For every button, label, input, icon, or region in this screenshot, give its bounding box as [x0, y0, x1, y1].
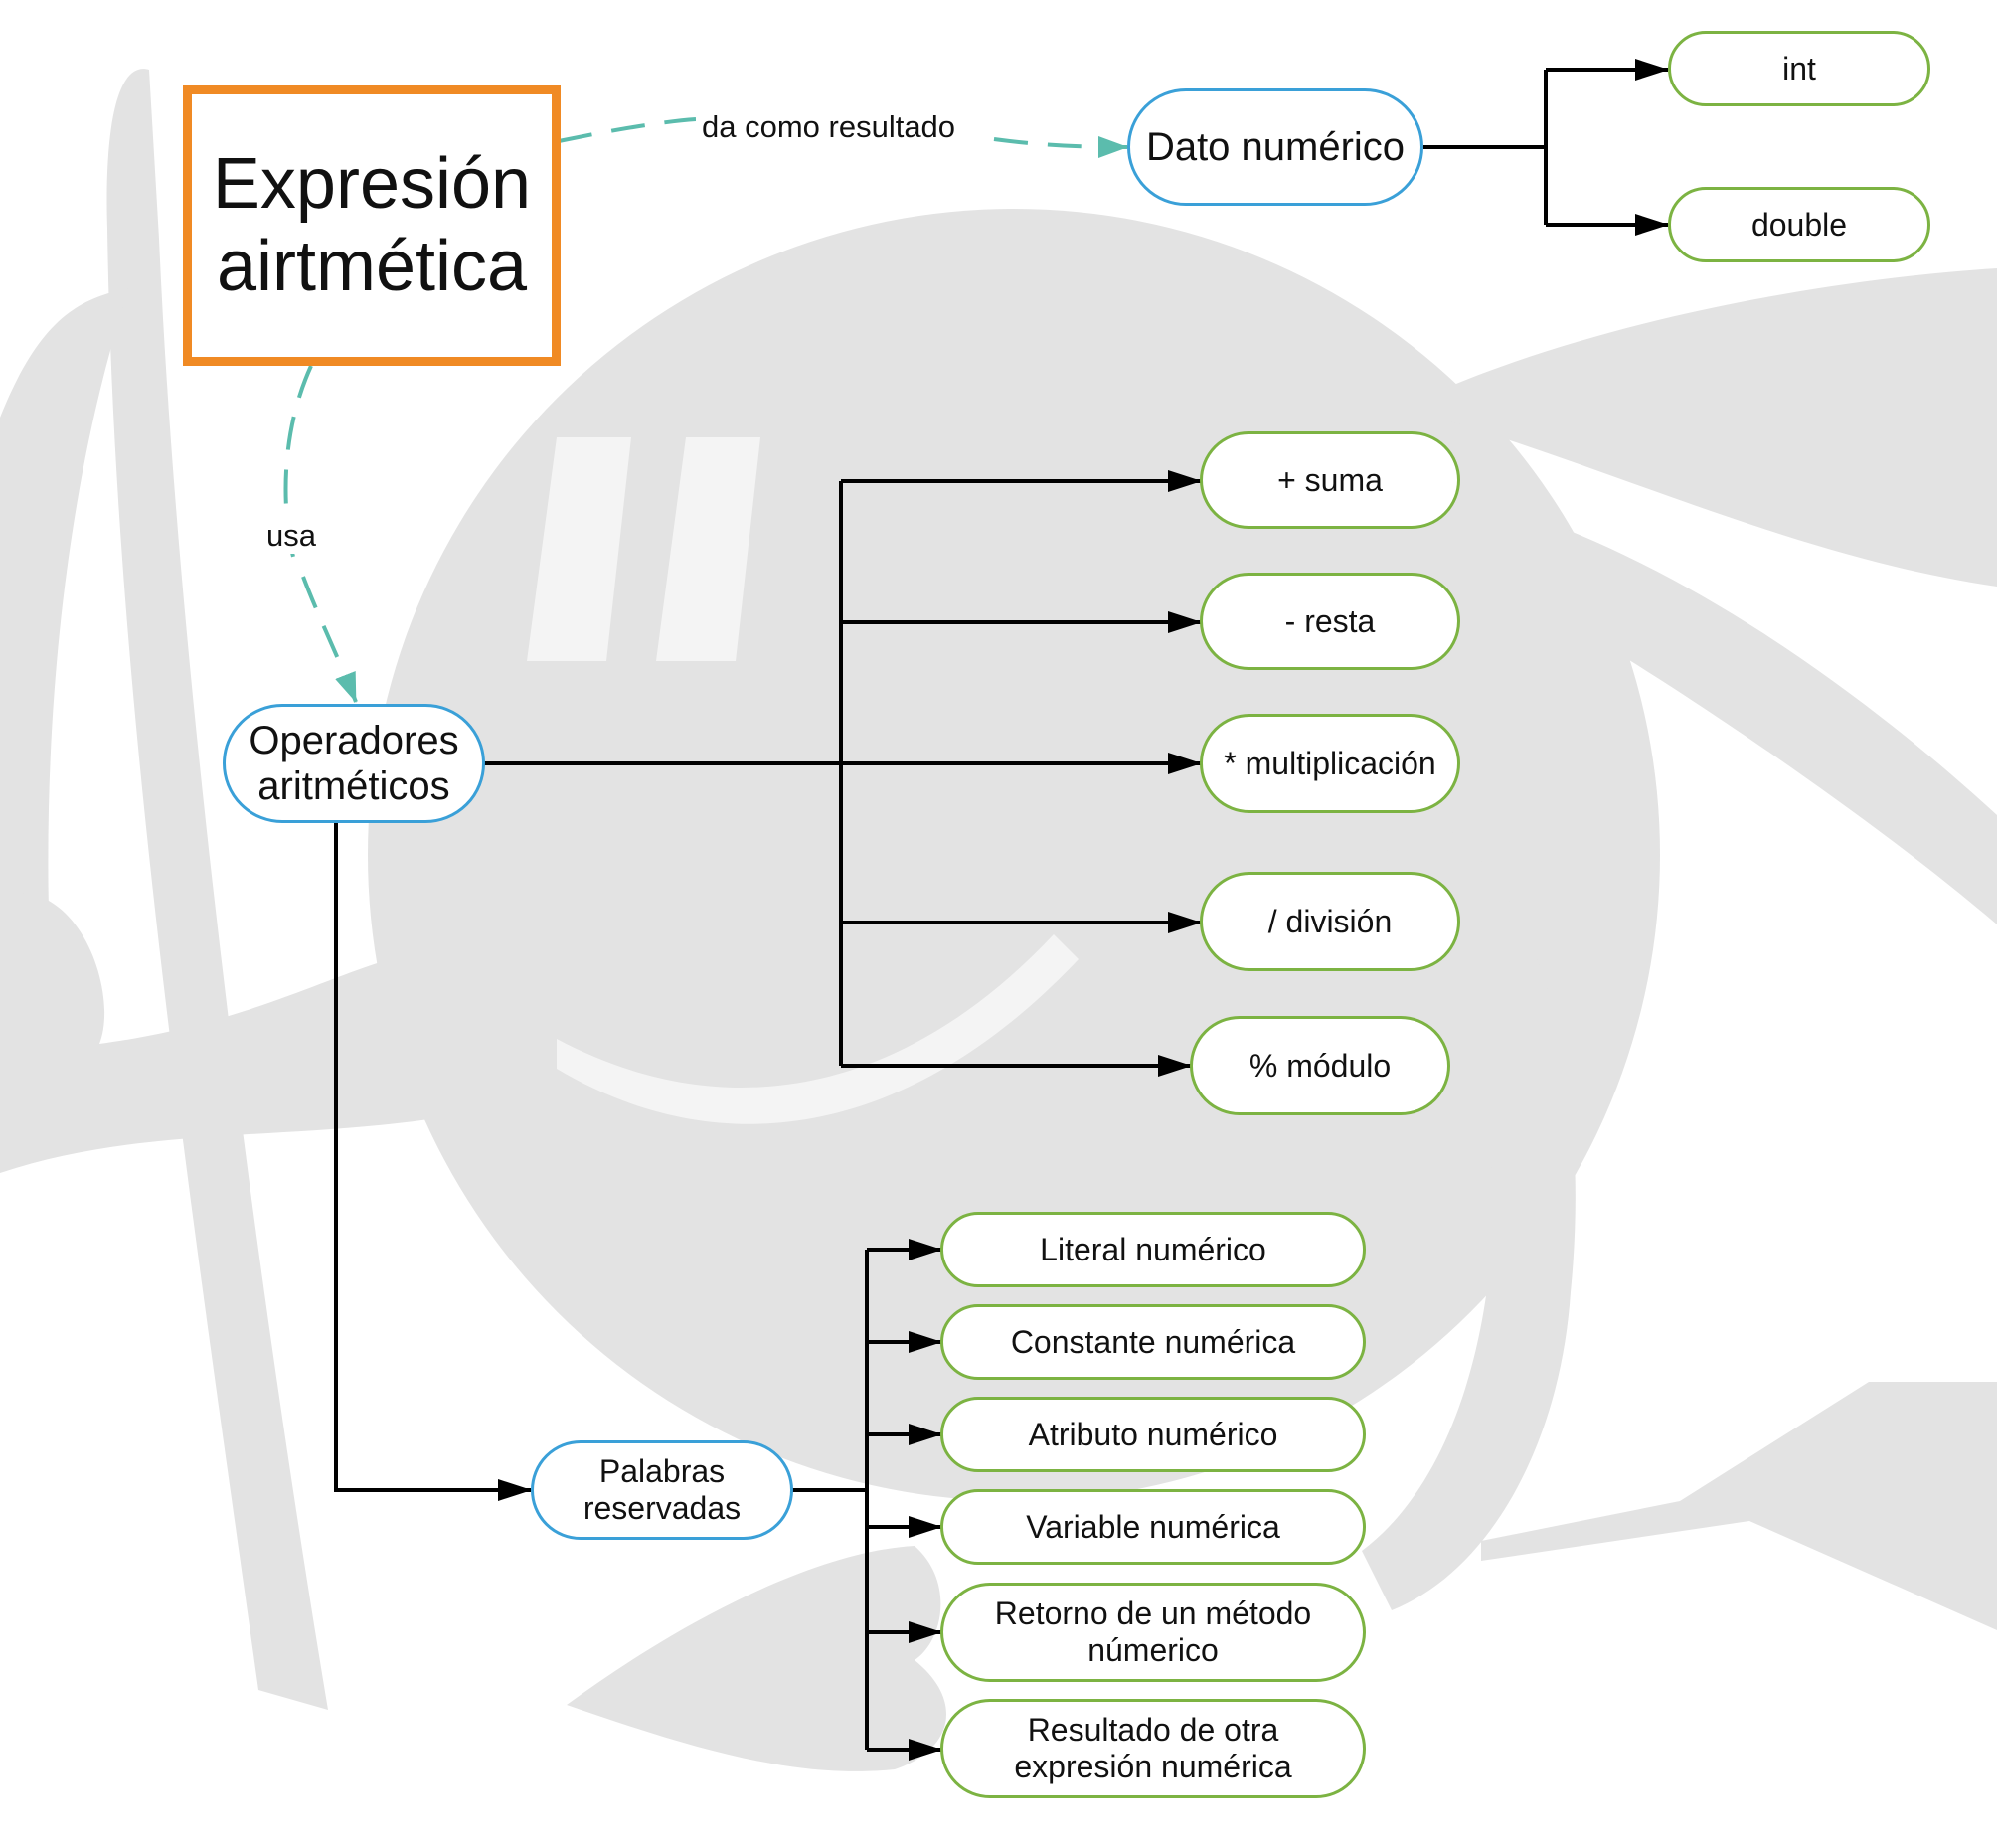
reserved-attribute-node[interactable]: Atributo numérico	[940, 1397, 1366, 1472]
type-double-node[interactable]: double	[1668, 187, 1930, 262]
numeric-data-label: Dato numérico	[1145, 125, 1406, 169]
type-double-label: double	[1750, 206, 1848, 243]
operator-div-label: / división	[1267, 903, 1393, 939]
reserved-attribute-label: Atributo numérico	[1028, 1416, 1278, 1452]
background-right-leaf-mid	[1471, 497, 1997, 924]
background-eye-left	[527, 437, 631, 661]
type-int-label: int	[1782, 50, 1816, 86]
reserved-variable-label: Variable numérica	[1026, 1508, 1280, 1545]
reserved-constant-node[interactable]: Constante numérica	[940, 1304, 1366, 1380]
reserved-words-label: Palabras reservadas	[582, 1453, 742, 1526]
link-label-uses: usa	[260, 518, 322, 554]
link-operators-to-reserved	[334, 823, 532, 1501]
reserved-expression-label: Resultado de otra expresión numérica	[1014, 1712, 1292, 1784]
operator-sum-node[interactable]: + suma	[1200, 431, 1460, 529]
operator-div-node[interactable]: / división	[1200, 872, 1460, 971]
operator-mul-label: * multiplicación	[1224, 745, 1436, 781]
reserved-expression-node[interactable]: Resultado de otra expresión numérica	[940, 1699, 1366, 1798]
operators-label: Operadores aritméticos	[249, 719, 459, 808]
background-left-stroke	[106, 69, 329, 1710]
link-numeric-data-trunk	[1423, 70, 1548, 225]
background-smile	[557, 934, 1079, 1124]
operator-sub-node[interactable]: - resta	[1200, 573, 1460, 670]
link-label-result: da como resultado	[696, 109, 962, 145]
operator-mul-node[interactable]: * multiplicación	[1200, 714, 1460, 813]
numeric-data-node[interactable]: Dato numérico	[1127, 88, 1423, 206]
operator-sum-label: + suma	[1277, 461, 1383, 498]
link-operators-trunk	[484, 481, 843, 1066]
type-int-node[interactable]: int	[1668, 31, 1930, 106]
background-heart	[567, 1546, 947, 1771]
reserved-literal-label: Literal numérico	[1040, 1231, 1266, 1267]
main-concept-box[interactable]: Expresión airtmética	[183, 85, 561, 366]
background-left-arm	[0, 892, 467, 1173]
background-eye-right	[656, 437, 760, 661]
operator-sub-label: - resta	[1284, 602, 1376, 639]
background-ring	[1362, 805, 1576, 1610]
operator-mod-node[interactable]: % módulo	[1190, 1016, 1450, 1115]
background-right-leaf-top	[1402, 268, 1997, 587]
reserved-constant-label: Constante numérica	[1010, 1323, 1296, 1360]
reserved-method-label: Retorno de un método númerico	[994, 1596, 1312, 1668]
background-right-arrow	[1481, 1382, 1997, 1630]
reserved-literal-node[interactable]: Literal numérico	[940, 1212, 1366, 1287]
link-main-to-numeric-data	[558, 119, 1127, 147]
link-reserved-trunk	[792, 1250, 869, 1750]
operator-mod-label: % módulo	[1248, 1047, 1392, 1084]
reserved-words-node[interactable]: Palabras reservadas	[531, 1440, 793, 1540]
operators-node[interactable]: Operadores aritméticos	[223, 704, 485, 823]
reserved-variable-node[interactable]: Variable numérica	[940, 1489, 1366, 1565]
main-concept-title: Expresión airtmética	[212, 144, 532, 306]
reserved-method-node[interactable]: Retorno de un método númerico	[940, 1583, 1366, 1682]
